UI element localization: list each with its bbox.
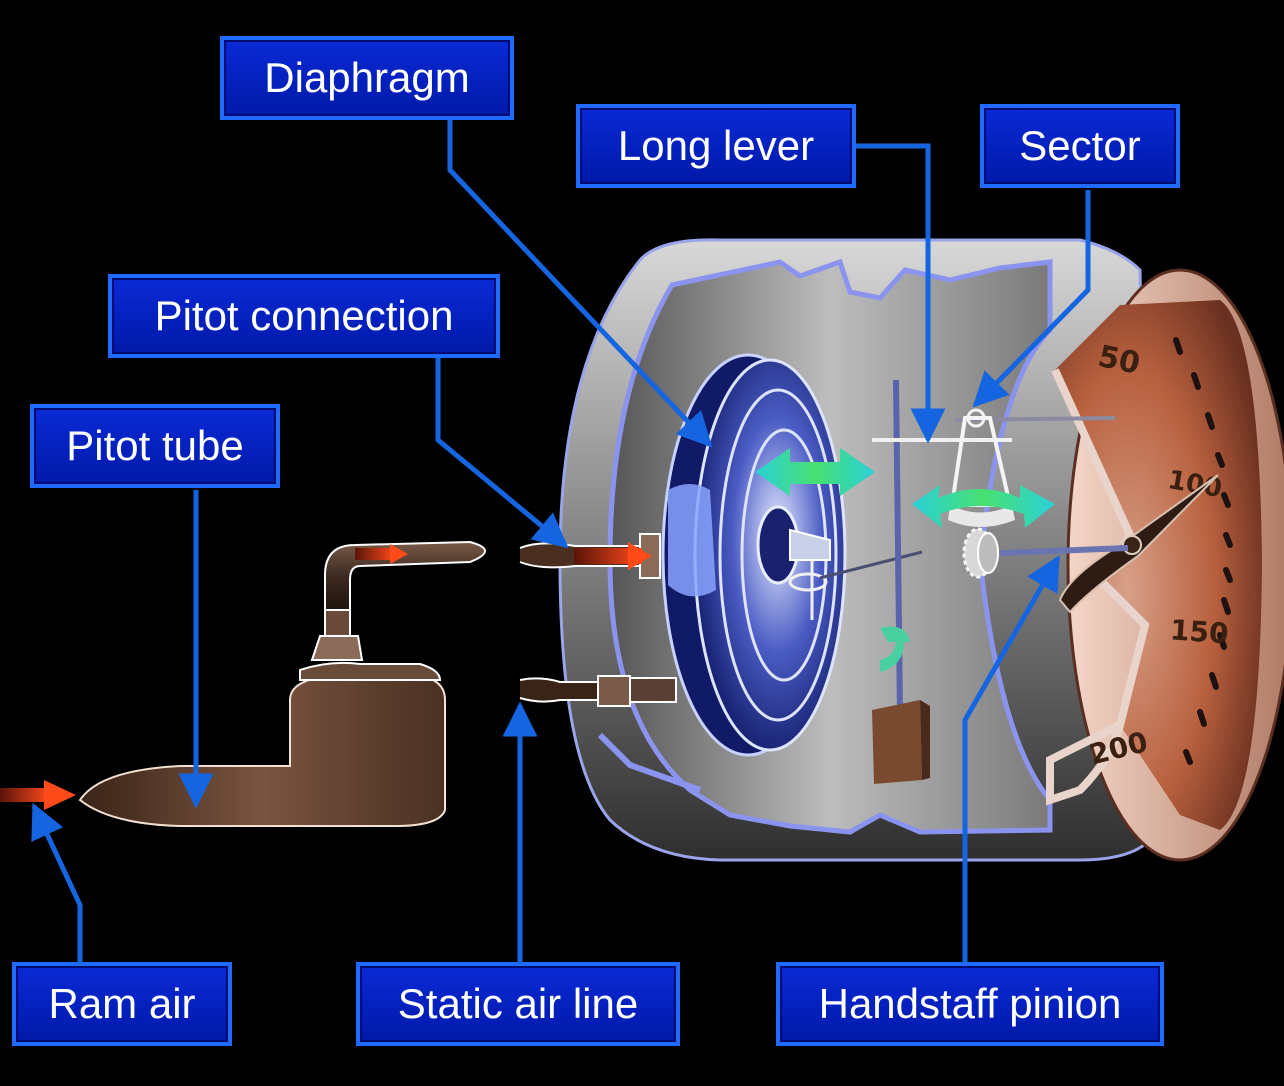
pointer (999, 474, 1219, 614)
leader-long-lever (856, 143, 946, 444)
motion-arrows (755, 448, 1055, 672)
dial-number-150: 150 (1169, 613, 1230, 650)
handstaff (999, 545, 1129, 556)
sector-gear (948, 408, 1015, 527)
static-air-fitting (519, 675, 677, 707)
dial-tick-marks (1173, 337, 1233, 765)
leader-diaphragm (447, 120, 713, 448)
shaft-rotation-arrow (880, 626, 910, 672)
leader-sector (972, 190, 1091, 408)
leader-pitot-connection (435, 358, 569, 549)
label-long-lever: Long lever (576, 104, 856, 188)
label-static-air-line: Static air line (356, 962, 680, 1046)
pitot-tube-assembly (0, 540, 486, 827)
pinion-gear (962, 527, 999, 579)
label-pitot-tube: Pitot tube (30, 404, 280, 488)
label-pitot-connection: Pitot connection (108, 274, 500, 358)
label-sector: Sector (980, 104, 1180, 188)
pitot-connection-fitting (519, 533, 661, 579)
leader-handstaff-pinion (962, 554, 1061, 962)
sector-motion-arrow (912, 485, 1055, 528)
diaphragm-motion-arrow (755, 448, 875, 496)
dial-number-50: 50 (1095, 339, 1143, 382)
diaphragm-capsule (661, 353, 923, 757)
leader-ram-air (31, 802, 83, 962)
label-handstaff-pinion: Handstaff pinion (776, 962, 1164, 1046)
label-diaphragm: Diaphragm (220, 36, 514, 120)
dial-face: 50 100 150 200 (1046, 268, 1284, 862)
leader-lines (31, 120, 1091, 962)
label-ram-air: Ram air (12, 962, 232, 1046)
rocking-shaft (872, 379, 1116, 784)
